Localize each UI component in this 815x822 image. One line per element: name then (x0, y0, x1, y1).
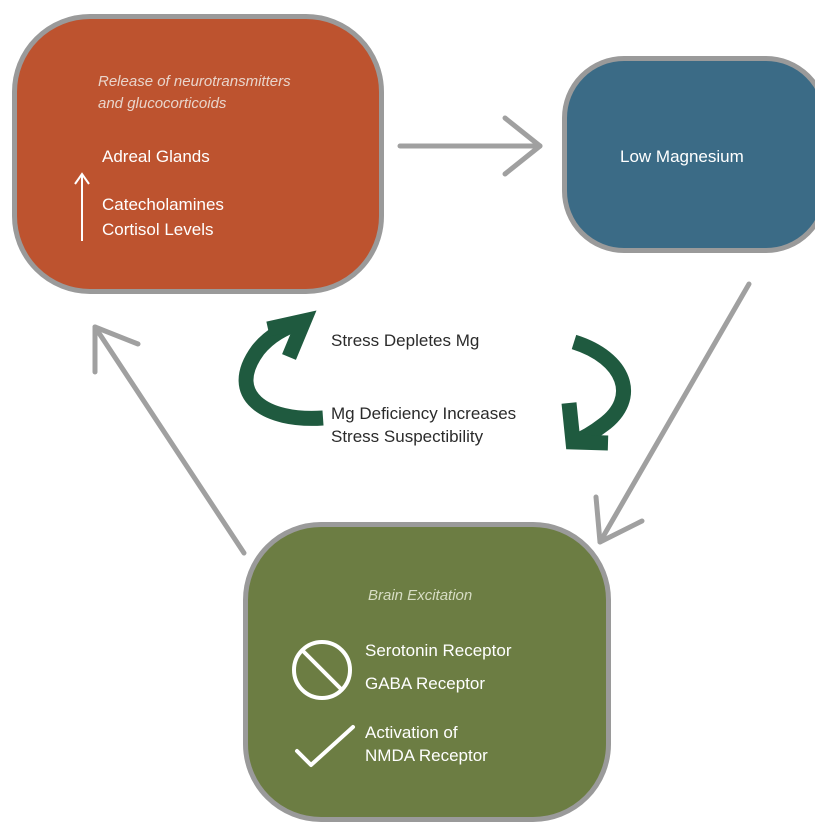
adrenal-detail-line1: Catecholamines (102, 195, 224, 214)
arrow-brain-to-adrenal (92, 324, 247, 556)
checkmark-icon (295, 725, 355, 767)
cycle-arrow-right (561, 334, 631, 451)
magnesium-title: Low Magnesium (620, 147, 744, 166)
brain-subtitle: Brain Excitation (368, 587, 473, 604)
adrenal-subtitle-line1: Release of neurotransmitters (98, 73, 291, 90)
brain-activated-line1: Activation of (365, 723, 458, 742)
arrow-adrenal-to-magnesium (397, 115, 543, 177)
cycle-bottom-line2: Stress Suspectibility (331, 427, 484, 446)
adrenal-title: Adreal Glands (102, 147, 210, 166)
cycle-top-text: Stress Depletes Mg (331, 331, 480, 350)
adrenal-glands-node: Release of neurotransmitters and glucoco… (12, 14, 384, 294)
brain-inhibited-line2: GABA Receptor (365, 674, 486, 693)
up-arrow-icon (74, 172, 90, 241)
arrow-magnesium-to-brain (593, 281, 752, 545)
prohibited-icon (292, 640, 352, 700)
brain-activated-line2: NMDA Receptor (365, 746, 488, 765)
brain-excitation-node: Brain Excitation Serotonin Receptor GABA… (243, 522, 611, 822)
cycle-bottom-line1: Mg Deficiency Increases (331, 404, 517, 423)
adrenal-detail-line2: Cortisol Levels (102, 220, 214, 239)
cycle-arrow-left (238, 310, 324, 426)
brain-inhibited-line1: Serotonin Receptor (365, 641, 512, 660)
low-magnesium-node: Low Magnesium (562, 56, 815, 253)
adrenal-subtitle-line2: and glucocorticoids (98, 95, 227, 112)
